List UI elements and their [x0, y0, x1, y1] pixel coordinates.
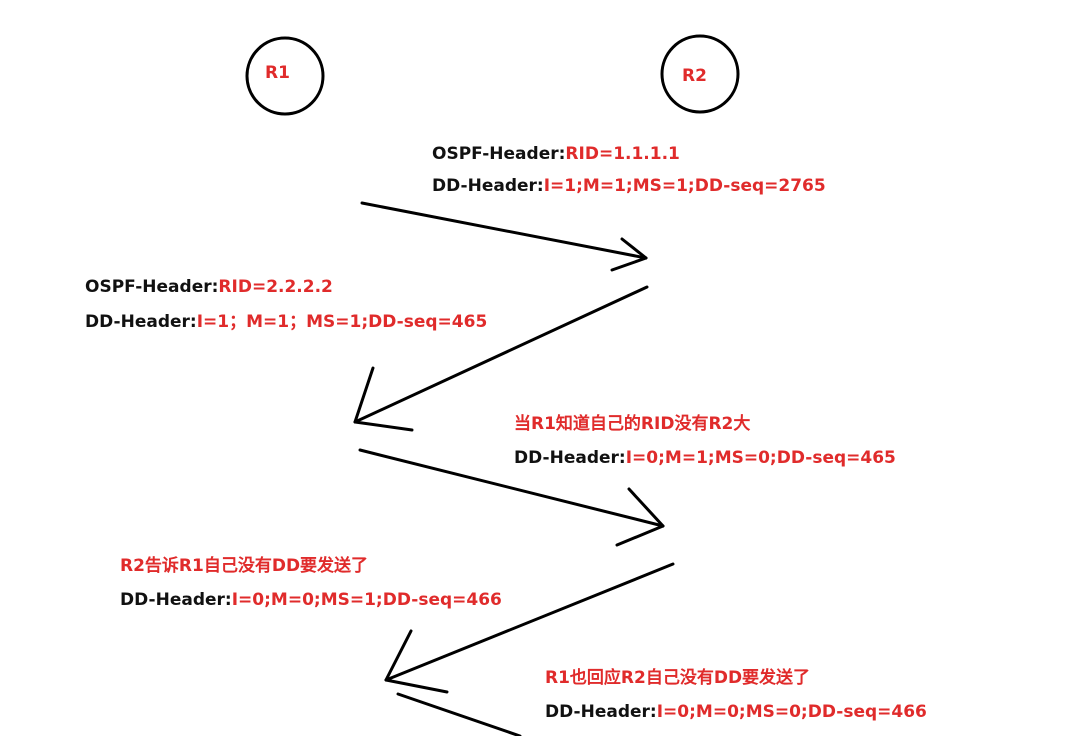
r1-node-circle [245, 36, 325, 116]
arrow-3-r1-to-r2 [358, 448, 665, 547]
msg2-dd-header-key: DD-Header: [85, 312, 197, 332]
r2-node-circle [660, 34, 740, 114]
msg4-dd-header-key: DD-Header: [120, 590, 232, 610]
msg2-line1: OSPF-Header:RID=2.2.2.2 [85, 277, 333, 297]
msg4-dd-header-value: I=0;M=0;MS=1;DD-seq=466 [231, 590, 502, 610]
msg4-note: R2告诉R1自己没有DD要发送了 [120, 556, 369, 576]
msg1-dd-header-value: I=1;M=1;MS=1;DD-seq=2765 [543, 176, 826, 196]
msg3-line2: DD-Header:I=0;M=1;MS=0;DD-seq=465 [514, 448, 896, 468]
arrow-1-r1-to-r2 [360, 201, 648, 272]
msg4-line2: DD-Header:I=0;M=0;MS=1;DD-seq=466 [120, 590, 502, 610]
msg2-line2: DD-Header:I=1；M=1；MS=1;DD-seq=465 [85, 312, 487, 332]
msg2-ospf-header-key: OSPF-Header: [85, 277, 219, 297]
msg2-ospf-header-value: RID=2.2.2.2 [218, 277, 333, 297]
msg3-note: 当R1知道自己的RID没有R2大 [514, 414, 751, 434]
msg2-dd-header-value: I=1；M=1；MS=1;DD-seq=465 [196, 312, 488, 332]
arrow-5-r1-to-r2 [396, 692, 522, 736]
r1-node-label: R1 [265, 63, 290, 83]
msg5-line2: DD-Header:I=0;M=0;MS=0;DD-seq=466 [545, 702, 927, 722]
msg1-dd-header-key: DD-Header: [432, 176, 544, 196]
msg1-ospf-header-value: RID=1.1.1.1 [565, 144, 680, 164]
msg1-line2: DD-Header:I=1;M=1;MS=1;DD-seq=2765 [432, 176, 826, 196]
arrow-2-r2-to-r1 [353, 285, 649, 432]
msg5-dd-header-value: I=0;M=0;MS=0;DD-seq=466 [656, 702, 927, 722]
msg3-dd-header-value: I=0;M=1;MS=0;DD-seq=465 [625, 448, 896, 468]
msg1-ospf-header-key: OSPF-Header: [432, 144, 566, 164]
msg3-dd-header-key: DD-Header: [514, 448, 626, 468]
arrow-4-r2-to-r1 [384, 562, 675, 694]
msg5-note: R1也回应R2自己没有DD要发送了 [545, 668, 811, 688]
msg1-line1: OSPF-Header:RID=1.1.1.1 [432, 144, 680, 164]
r2-node-label: R2 [682, 66, 707, 86]
msg5-dd-header-key: DD-Header: [545, 702, 657, 722]
